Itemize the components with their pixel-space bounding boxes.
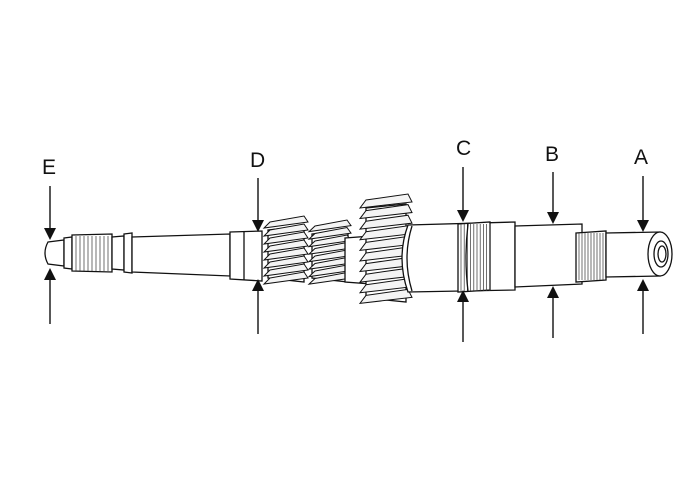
arrow-c-bottom-head (457, 290, 469, 302)
label-b: B (545, 143, 560, 166)
small-gear (262, 215, 309, 285)
label-e: E (42, 156, 57, 179)
label-d: D (250, 149, 266, 172)
shaft-main (401, 221, 673, 293)
left-spline (71, 233, 113, 273)
large-gear (358, 193, 413, 304)
arrow-c-top-head (457, 210, 469, 222)
shaft-left-end (44, 236, 73, 270)
arrow-a-top-head (637, 220, 649, 232)
arrow-d-bottom-head (252, 279, 264, 291)
arrow-b-bottom-head (547, 286, 559, 298)
label-c: C (456, 137, 472, 160)
arrow-e-bottom-head (44, 268, 56, 280)
label-a: A (634, 146, 649, 169)
arrow-b-top-head (547, 212, 559, 224)
arrow-a-bottom-head (637, 279, 649, 291)
shaft-mid-section (111, 230, 263, 282)
arrow-e-top-head (44, 228, 56, 240)
arrow-d-top-head (252, 220, 264, 232)
dimension-arrows (44, 167, 649, 342)
